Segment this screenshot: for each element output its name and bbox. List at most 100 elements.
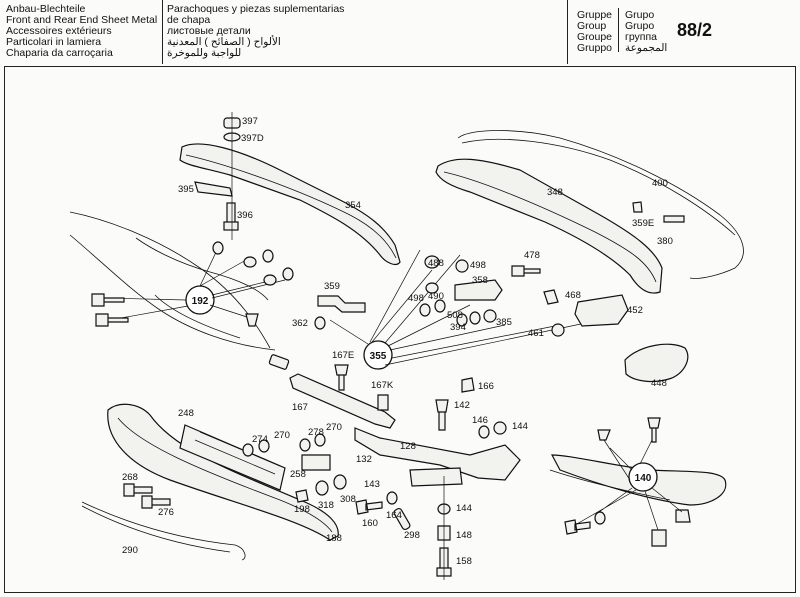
header-title-line: Anbau-Blechteile bbox=[6, 3, 86, 15]
clip-198[interactable] bbox=[295, 489, 309, 503]
washer-508[interactable] bbox=[456, 313, 468, 327]
bolt[interactable] bbox=[647, 417, 661, 443]
callout-140 bbox=[628, 462, 658, 492]
bracket-167[interactable] bbox=[289, 373, 396, 429]
nut-278[interactable] bbox=[299, 438, 311, 452]
group-label: группа bbox=[625, 31, 658, 43]
bumper-354[interactable] bbox=[179, 143, 401, 266]
group-number: 88/2 bbox=[677, 20, 713, 40]
bracket-258[interactable] bbox=[301, 454, 331, 471]
bolt-268[interactable] bbox=[123, 483, 153, 497]
washer-146[interactable] bbox=[478, 425, 490, 439]
bolt-head-396[interactable] bbox=[223, 221, 239, 231]
bracket-132-128[interactable] bbox=[354, 427, 521, 481]
part-label: 158 bbox=[456, 556, 472, 567]
header-subtitle-line: листовые детали bbox=[167, 25, 251, 37]
clip[interactable] bbox=[597, 429, 611, 441]
header-divider bbox=[162, 0, 163, 64]
nut-498[interactable] bbox=[455, 259, 469, 273]
washer[interactable] bbox=[425, 282, 439, 294]
part-label: 508 bbox=[447, 310, 463, 321]
part-label: 146 bbox=[472, 415, 488, 426]
bolt-160[interactable] bbox=[355, 499, 383, 515]
nut-461[interactable] bbox=[551, 323, 565, 337]
part-label: 397D bbox=[241, 133, 264, 144]
bolt[interactable] bbox=[91, 293, 125, 307]
bracket-358[interactable] bbox=[454, 279, 503, 301]
part-label: 358 bbox=[472, 275, 488, 286]
part-label: 362 bbox=[292, 318, 308, 329]
group-label: Groupe bbox=[577, 31, 613, 43]
trim-strip-400[interactable] bbox=[457, 130, 744, 279]
bolt-478[interactable] bbox=[511, 265, 541, 277]
bracket-143[interactable] bbox=[409, 467, 463, 487]
header-subtitle-line: الألواح ( الصفائح ) المعدنية bbox=[167, 36, 281, 48]
screw-167e[interactable] bbox=[334, 364, 349, 391]
bolt-468[interactable] bbox=[543, 289, 559, 305]
nut-498[interactable] bbox=[419, 303, 431, 317]
bumper-248[interactable] bbox=[107, 403, 339, 541]
washer-385[interactable] bbox=[483, 309, 497, 323]
part-label: 498 bbox=[408, 293, 424, 304]
clip[interactable] bbox=[675, 509, 691, 523]
sleeve[interactable] bbox=[268, 354, 290, 370]
part-label: 318 bbox=[318, 500, 334, 511]
part-label: 359 bbox=[324, 281, 340, 292]
bolt-276[interactable] bbox=[141, 495, 171, 509]
nut-488[interactable] bbox=[424, 255, 440, 269]
washer-490[interactable] bbox=[434, 299, 446, 313]
part-label: 274 bbox=[252, 434, 268, 445]
part-label: 167K bbox=[371, 380, 394, 391]
part-label: 385 bbox=[496, 317, 512, 328]
bolt[interactable] bbox=[564, 519, 591, 535]
clip[interactable] bbox=[651, 529, 667, 547]
clip-359e[interactable] bbox=[632, 201, 643, 213]
bracket-395[interactable] bbox=[194, 181, 233, 197]
bracket-452[interactable] bbox=[574, 294, 629, 327]
part-label: 400 bbox=[652, 178, 668, 189]
bolt[interactable] bbox=[95, 313, 129, 327]
clip[interactable] bbox=[245, 313, 259, 327]
group-label: Grupo bbox=[625, 9, 655, 21]
clip-166[interactable] bbox=[461, 377, 475, 393]
part-label: 452 bbox=[627, 305, 643, 316]
part-label: 468 bbox=[565, 290, 581, 301]
nut[interactable] bbox=[243, 256, 257, 268]
nut-274[interactable] bbox=[242, 443, 254, 457]
washer[interactable] bbox=[282, 267, 294, 281]
group-divider bbox=[618, 8, 619, 52]
bumper-348[interactable] bbox=[435, 158, 663, 294]
part-label: 308 bbox=[340, 494, 356, 505]
overrider-448[interactable] bbox=[624, 343, 689, 383]
nut-270[interactable] bbox=[258, 439, 270, 453]
group-label-block: Grupo Grupo группа المجموعة bbox=[625, 10, 667, 74]
sleeve-298[interactable] bbox=[393, 507, 411, 531]
bolt-380[interactable] bbox=[663, 215, 685, 223]
spoiler-290[interactable] bbox=[81, 501, 246, 561]
part-label: 198 bbox=[294, 504, 310, 515]
nut[interactable] bbox=[262, 249, 274, 263]
part-label: 380 bbox=[657, 236, 673, 247]
part-label: 290 bbox=[122, 545, 138, 556]
header-divider bbox=[567, 0, 568, 64]
nut-308[interactable] bbox=[333, 474, 347, 490]
washer[interactable] bbox=[263, 274, 277, 286]
nut-318[interactable] bbox=[315, 480, 329, 496]
bolt-396[interactable] bbox=[226, 202, 236, 224]
part-label: 164 bbox=[386, 510, 402, 521]
bolt-142[interactable] bbox=[435, 399, 449, 431]
nut[interactable] bbox=[212, 241, 224, 255]
washer-394[interactable] bbox=[469, 311, 481, 325]
nut-144[interactable] bbox=[493, 421, 507, 435]
bracket-359[interactable] bbox=[317, 295, 366, 313]
washer-164[interactable] bbox=[386, 491, 398, 505]
part-label: 270 bbox=[274, 430, 290, 441]
washer-362[interactable] bbox=[314, 316, 326, 330]
washer[interactable] bbox=[594, 511, 606, 525]
nut-270[interactable] bbox=[314, 433, 326, 447]
clip-167k[interactable] bbox=[377, 394, 389, 411]
part-label: 160 bbox=[362, 518, 378, 529]
header-title-line: Accessoires extérieurs bbox=[6, 25, 112, 37]
